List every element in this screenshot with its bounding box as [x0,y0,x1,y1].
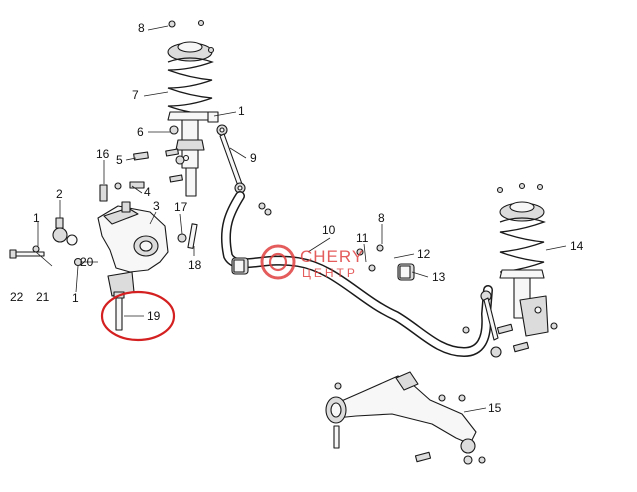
callout-4: 4 [144,185,151,199]
callout-1-bottom: 1 [72,291,79,305]
callout-1-strut: 1 [238,104,245,118]
callout-9: 9 [250,151,257,165]
callout-18: 18 [188,258,202,272]
callout-13: 13 [432,270,446,284]
control-arm [325,371,486,465]
callout-17: 17 [174,200,188,214]
left-strut-assembly [165,19,219,197]
callout-16: 16 [96,147,110,161]
highlight-circle [100,290,176,342]
watermark: CHERY ЦЕНТР [260,244,364,280]
callout-8-right: 8 [378,211,385,225]
right-strut-assembly [496,182,558,353]
callout-11: 11 [356,231,369,245]
stabilizer-bar [220,191,493,358]
callout-19: 19 [147,309,161,323]
callout-6: 6 [137,125,144,139]
leader-lines [37,25,567,413]
callout-1-knuckle: 1 [33,211,40,225]
watermark-sub: ЦЕНТР [302,266,358,280]
callout-labels: 8 7 1 6 9 16 5 4 2 3 17 1 20 22 21 1 18 … [10,21,584,415]
callout-7: 7 [132,88,139,102]
watermark-brand: CHERY [300,247,364,266]
callout-5: 5 [116,153,123,167]
callout-3: 3 [153,199,160,213]
callout-14: 14 [570,239,584,253]
callout-2: 2 [56,187,63,201]
right-stabilizer-link [480,290,502,358]
callout-12: 12 [417,247,431,261]
callout-15: 15 [488,401,502,415]
left-stabilizer-link [216,124,246,194]
callout-8-top: 8 [138,21,145,35]
callout-20: 20 [80,255,94,269]
watermark-logo-icon [260,244,296,280]
callout-21: 21 [36,290,50,304]
callout-10: 10 [322,223,336,237]
callout-22: 22 [10,290,24,304]
